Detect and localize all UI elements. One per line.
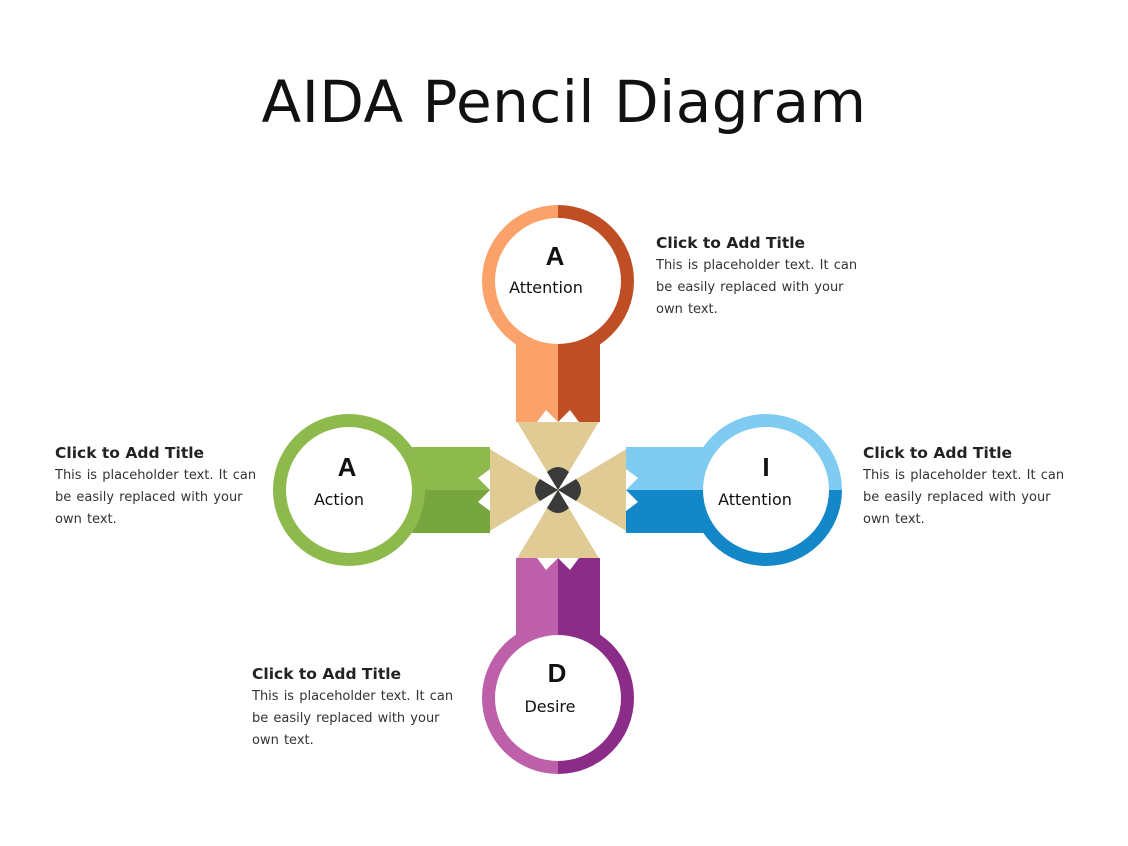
pencil-left: A Action xyxy=(273,414,558,566)
pencil-left-wood xyxy=(488,448,558,532)
lead-tip-left xyxy=(535,479,558,501)
circle-top-word: Attention xyxy=(509,278,583,297)
pencil-right-wood xyxy=(558,448,628,532)
circle-bottom-inner xyxy=(495,635,621,761)
pencil-lead-center xyxy=(535,467,581,513)
lead-tip-bottom xyxy=(547,490,569,513)
pencil-top-wood xyxy=(516,420,600,490)
callout-action-title[interactable]: Click to Add Title xyxy=(55,444,205,462)
lead-tip-top xyxy=(547,467,569,490)
circle-top-inner xyxy=(495,218,621,344)
callout-attention: Click to Add Title This is placeholder t… xyxy=(656,234,866,321)
callout-attention-title[interactable]: Click to Add Title xyxy=(656,234,806,252)
pencil-top-notch xyxy=(537,410,579,422)
pencil-top: A Attention xyxy=(482,205,634,490)
callout-interest: Click to Add Title This is placeholder t… xyxy=(863,444,1073,531)
circle-left-letter: A xyxy=(338,452,357,482)
pencil-left-notch xyxy=(478,469,490,511)
circle-right-letter: I xyxy=(762,452,769,482)
lead-tip-right xyxy=(558,479,581,501)
circle-left-word: Action xyxy=(314,490,364,509)
callout-desire-title[interactable]: Click to Add Title xyxy=(252,665,402,683)
callout-attention-body[interactable]: This is placeholder text. It can be easi… xyxy=(656,258,858,317)
callout-interest-title[interactable]: Click to Add Title xyxy=(863,444,1013,462)
pencil-bottom-notch xyxy=(537,558,579,570)
callout-action-body[interactable]: This is placeholder text. It can be easi… xyxy=(55,468,257,527)
pencil-bottom-wood xyxy=(516,490,600,560)
circle-left-inner xyxy=(286,427,412,553)
circle-right-word: Attention xyxy=(718,490,792,509)
circle-bottom-letter: D xyxy=(548,658,567,688)
pencil-right-notch xyxy=(626,469,638,511)
pencil-bottom: D Desire xyxy=(482,490,634,774)
slide-title: AIDA Pencil Diagram xyxy=(261,68,867,136)
callout-action: Click to Add Title This is placeholder t… xyxy=(55,444,265,531)
circle-top-letter: A xyxy=(546,241,565,271)
circle-right-inner xyxy=(703,427,829,553)
circle-bottom-word: Desire xyxy=(524,697,575,716)
callout-desire-body[interactable]: This is placeholder text. It can be easi… xyxy=(252,689,454,748)
pencil-right: I Attention xyxy=(558,414,842,566)
callout-interest-body[interactable]: This is placeholder text. It can be easi… xyxy=(863,468,1065,527)
callout-desire: Click to Add Title This is placeholder t… xyxy=(252,665,462,752)
